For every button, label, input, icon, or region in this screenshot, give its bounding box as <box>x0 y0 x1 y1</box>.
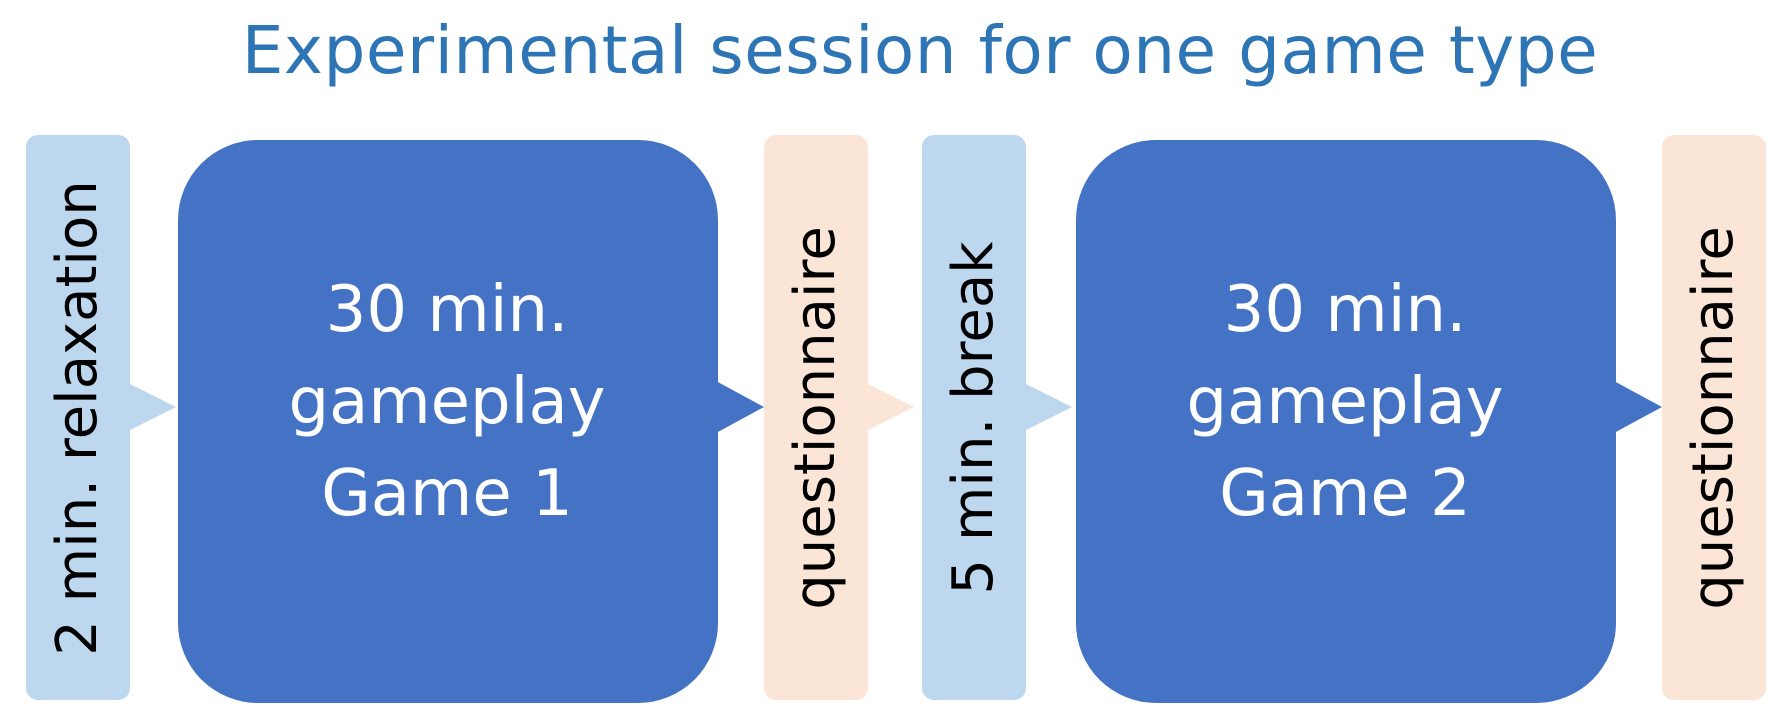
step-relaxation-shape <box>26 135 176 700</box>
step-relaxation-label: 2 min. relaxation <box>45 180 110 656</box>
step-questionnaire-2-label: questionnaire <box>1681 226 1746 610</box>
step-questionnaire-2-shape <box>1662 135 1766 700</box>
step-break-shape <box>922 135 1072 700</box>
step-gameplay-1-label: 30 min. gameplay Game 1 <box>288 264 605 540</box>
step-gameplay-1-shape <box>178 140 764 703</box>
gameplay-2-duration: 30 min. <box>1223 273 1467 347</box>
gameplay-2-activity: gameplay <box>1186 365 1504 439</box>
step-gameplay-2-shape <box>1076 140 1662 703</box>
gameplay-2-game: Game 2 <box>1219 457 1471 531</box>
diagram-title: Experimental session for one game type <box>241 11 1599 89</box>
step-questionnaire-1-label: questionnaire <box>783 226 848 610</box>
step-gameplay-2-label: 30 min. gameplay Game 2 <box>1186 264 1503 540</box>
step-questionnaire-1-shape <box>764 135 914 700</box>
gameplay-1-activity: gameplay <box>288 365 606 439</box>
gameplay-1-duration: 30 min. <box>325 273 569 347</box>
step-break-label: 5 min. break <box>941 241 1006 595</box>
gameplay-1-game: Game 1 <box>321 457 573 531</box>
